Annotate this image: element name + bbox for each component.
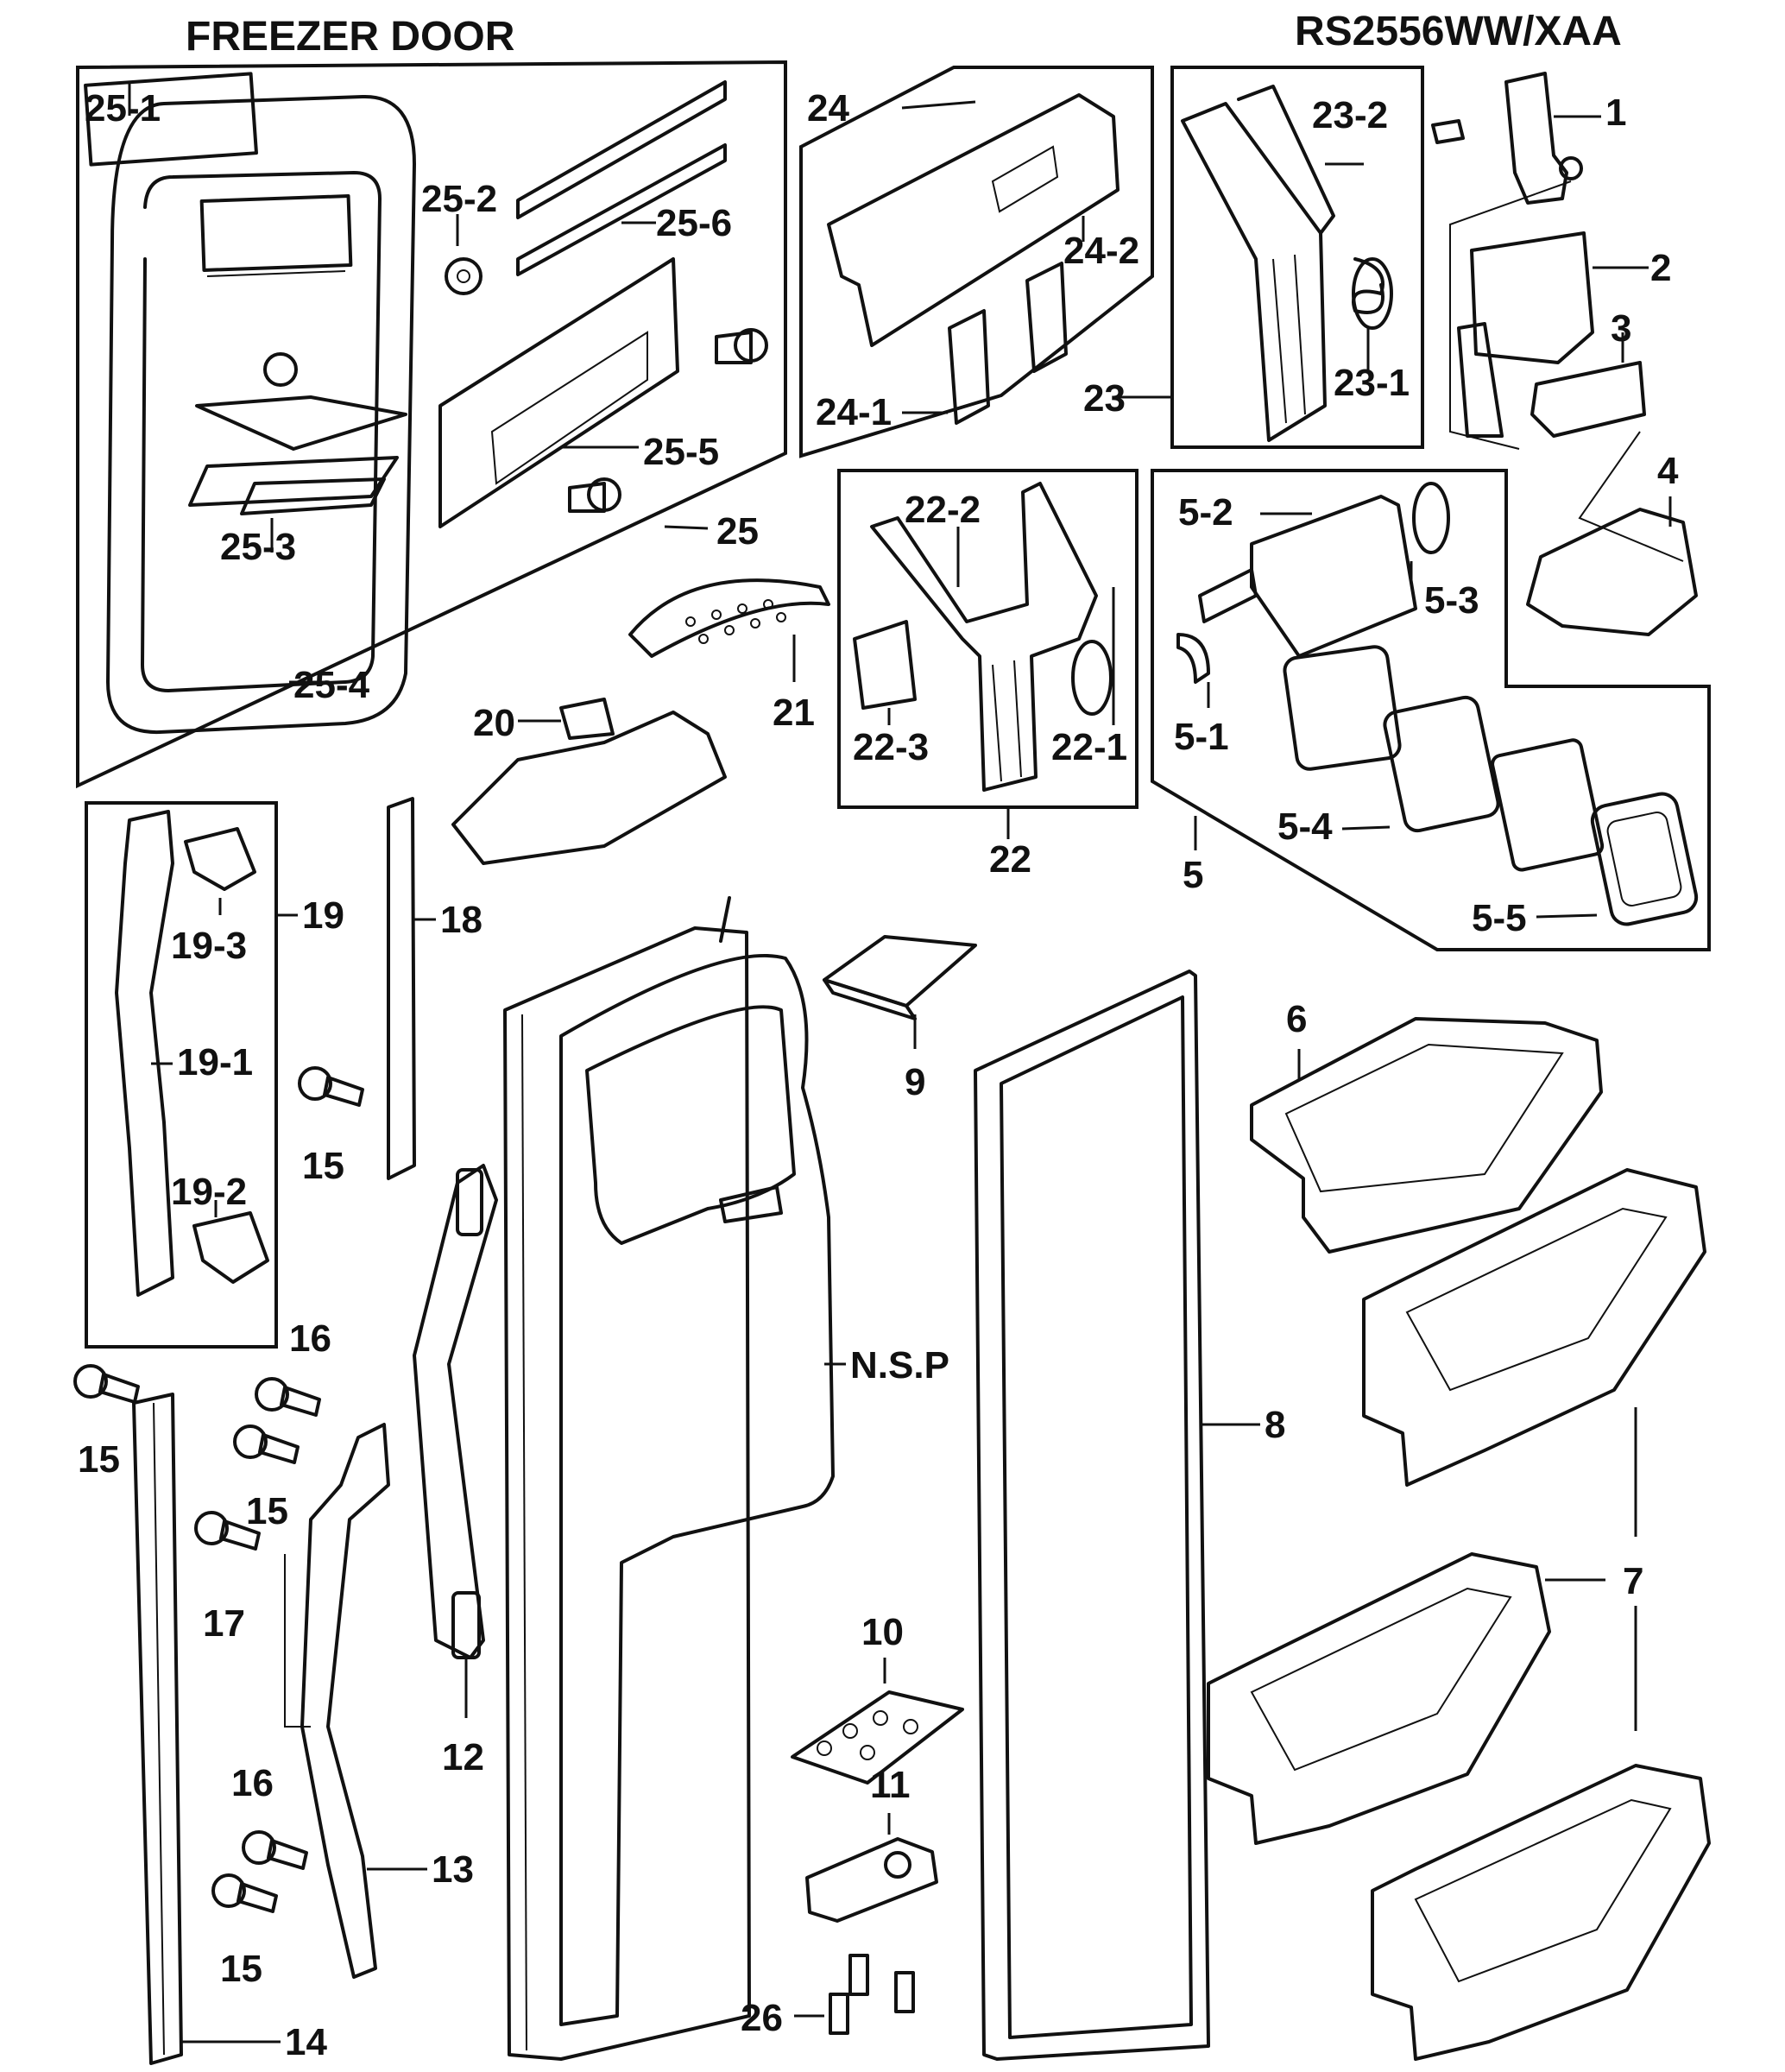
- label-2: 2: [1650, 247, 1671, 289]
- part-10-hinge-plate: [791, 1658, 964, 1785]
- part-14-hinge-strip: [132, 1393, 281, 2065]
- label-16a: 16: [289, 1317, 331, 1360]
- label-10: 10: [861, 1611, 904, 1653]
- label-7a: 7: [1623, 1560, 1643, 1602]
- screw-17-icon: [194, 1511, 261, 1551]
- label-19-2: 19-2: [171, 1171, 247, 1213]
- part-11-lower-hinge: [805, 1813, 938, 1923]
- label-25-1: 25-1: [85, 87, 161, 130]
- label-15a: 15: [302, 1145, 344, 1187]
- label-24-1: 24-1: [816, 391, 892, 433]
- part-nsp-freezer-door: [503, 896, 846, 2061]
- screw-16b-icon: [242, 1830, 308, 1870]
- label-18: 18: [440, 899, 483, 941]
- part-group-22-water-lever: [837, 469, 1138, 809]
- label-25-5: 25-5: [643, 431, 719, 473]
- label-21: 21: [773, 692, 815, 734]
- part-20-21-funnel-and-grille: [451, 578, 830, 865]
- label-15c: 15: [246, 1490, 288, 1532]
- part-group-25-dispenser-cover: [76, 60, 787, 789]
- screw-15b-icon: [73, 1364, 140, 1404]
- part-18-trim-strip: [387, 797, 436, 1180]
- part-6-door-bin: [1250, 1017, 1603, 1254]
- label-5-2: 5-2: [1178, 491, 1233, 534]
- label-15b: 15: [78, 1438, 120, 1481]
- screw-16a-icon: [255, 1377, 321, 1417]
- screw-15a-icon: [298, 1066, 364, 1107]
- label-5-4: 5-4: [1277, 805, 1333, 848]
- label-15d: 15: [220, 1948, 262, 1990]
- label-nsp: N.S.P: [850, 1344, 949, 1387]
- part-group-5-ice-flap: [1151, 469, 1711, 951]
- screw-15c-icon: [233, 1424, 300, 1464]
- label-25: 25: [716, 510, 759, 553]
- part-7-door-bins: [1207, 1168, 1711, 2061]
- label-8: 8: [1265, 1404, 1285, 1446]
- part-13-hinge-bracket: [300, 1423, 427, 1979]
- label-3: 3: [1611, 307, 1631, 350]
- label-16b: 16: [231, 1762, 274, 1804]
- label-22-1: 22-1: [1051, 726, 1127, 768]
- label-19-1: 19-1: [177, 1041, 253, 1083]
- part-group-19-handle-trim: [85, 801, 298, 1349]
- label-12: 12: [442, 1736, 484, 1778]
- label-23: 23: [1083, 377, 1126, 420]
- label-5-1: 5-1: [1174, 716, 1229, 758]
- label-6: 6: [1286, 998, 1307, 1040]
- label-5: 5: [1183, 854, 1203, 896]
- part-12-door-handle: [413, 1164, 498, 1718]
- label-17: 17: [203, 1602, 245, 1645]
- part-8-door-gasket: [974, 970, 1260, 2061]
- label-5-5: 5-5: [1472, 897, 1527, 939]
- label-25-2: 25-2: [421, 178, 497, 220]
- label-9: 9: [905, 1061, 925, 1103]
- screw-15d-icon: [211, 1873, 278, 1913]
- label-23-2: 23-2: [1312, 94, 1388, 136]
- label-11: 11: [870, 1764, 911, 1806]
- diagram-title: FREEZER DOOR: [186, 14, 514, 60]
- label-1: 1: [1605, 92, 1626, 134]
- label-13: 13: [432, 1848, 474, 1891]
- label-22-3: 22-3: [853, 726, 929, 768]
- label-19: 19: [302, 894, 344, 937]
- label-5-3: 5-3: [1424, 579, 1479, 622]
- bolts-26-icon: [794, 1954, 915, 2035]
- model-number: RS2556WW/XAA: [1295, 9, 1622, 54]
- part-group-24-switch-bracket: [799, 66, 1154, 458]
- label-24-2: 24-2: [1063, 230, 1139, 272]
- part-group-23-dispenser-lever: [1113, 66, 1424, 449]
- label-4: 4: [1657, 450, 1679, 492]
- label-19-3: 19-3: [171, 925, 247, 967]
- part-9-drip-tray: [823, 935, 977, 1049]
- part-group-1-4-motor-bracket: [1431, 72, 1698, 636]
- label-22: 22: [989, 838, 1031, 881]
- label-25-3: 25-3: [220, 526, 296, 568]
- label-22-2: 22-2: [905, 489, 981, 531]
- label-25-6: 25-6: [656, 202, 732, 244]
- label-23-1: 23-1: [1334, 362, 1410, 404]
- label-26: 26: [741, 1997, 783, 2039]
- label-24: 24: [807, 87, 849, 130]
- label-25-4: 25-4: [293, 664, 370, 706]
- label-20: 20: [473, 702, 515, 744]
- label-14: 14: [285, 2021, 327, 2063]
